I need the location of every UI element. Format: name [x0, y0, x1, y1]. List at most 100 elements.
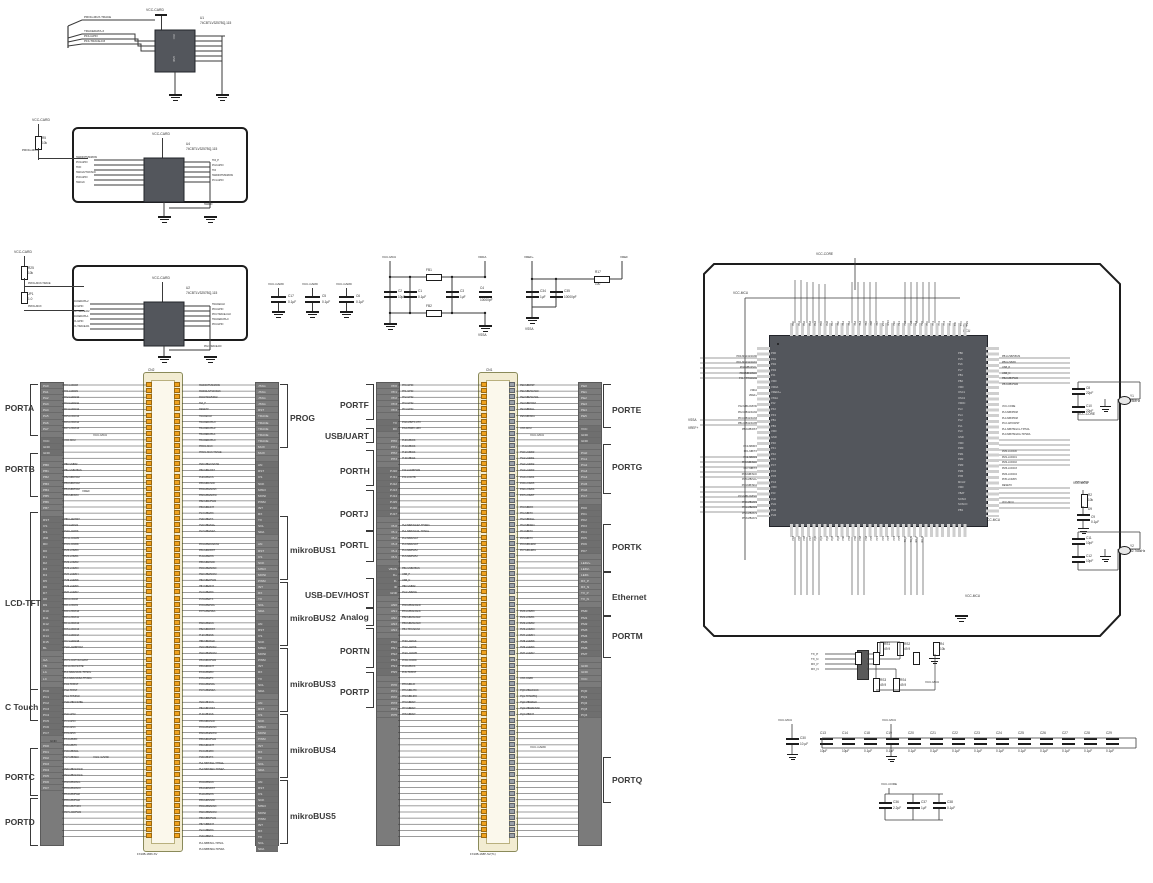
pin-row[interactable]: PK1 — [579, 510, 601, 518]
pin-row[interactable]: D1 — [41, 553, 63, 560]
pin-row[interactable]: PC6 — [41, 724, 63, 731]
pin-row[interactable]: VBUS — [377, 565, 399, 572]
pin-row[interactable]: PL4 — [377, 548, 399, 554]
pin-row[interactable]: PB6 — [41, 499, 63, 505]
pin-row[interactable]: SDA — [256, 846, 278, 853]
pin-row[interactable]: RX_N — [579, 584, 601, 591]
pin-row[interactable]: AN — [256, 620, 278, 627]
pin-row[interactable]: PM3 — [579, 626, 601, 633]
pin-row[interactable]: INT — [256, 743, 278, 749]
pin-row[interactable]: PF0 — [377, 383, 399, 390]
pin-row[interactable]: D11 — [41, 614, 63, 621]
pin-row[interactable]: SCL — [256, 840, 278, 847]
pin-row[interactable]: PG0 — [579, 450, 601, 457]
pin-row[interactable]: VCC — [579, 676, 601, 682]
pin-row[interactable]: SDA — [256, 529, 278, 536]
pin-row[interactable]: AN0 — [377, 602, 399, 609]
pin-row[interactable]: TX — [256, 755, 278, 761]
pin-row[interactable]: INT — [256, 821, 278, 828]
pin-row[interactable]: TRACE — [256, 420, 278, 426]
pin-row[interactable]: INT — [256, 584, 278, 591]
pin-row[interactable]: GND — [579, 669, 601, 676]
pin-row[interactable]: WR — [41, 535, 63, 542]
pin-row[interactable]: PC0 — [41, 687, 63, 694]
pin-row[interactable]: D0 — [41, 547, 63, 554]
pin-row[interactable]: AN3 — [377, 621, 399, 627]
pin-row[interactable]: SCK — [256, 638, 278, 646]
pin-row[interactable]: D+ — [377, 571, 399, 578]
pin-row[interactable]: PG1 — [579, 456, 601, 463]
pin-row[interactable]: PA3 — [41, 401, 63, 408]
pin-row[interactable]: PA4 — [41, 407, 63, 414]
pin-row[interactable]: TX — [256, 596, 278, 603]
pin-row[interactable]: PB1 — [41, 468, 63, 475]
pin-row[interactable]: MUX — [256, 444, 278, 451]
pin-row[interactable]: RX — [256, 749, 278, 755]
pin-row[interactable]: RX — [256, 510, 278, 518]
pin-row[interactable]: RST — [256, 407, 278, 414]
pin-row[interactable]: PH0 — [377, 438, 399, 444]
pin-row[interactable]: PG4 — [579, 474, 601, 481]
pin-row[interactable]: PK5 — [579, 535, 601, 542]
pin-row[interactable]: PE1 — [579, 389, 601, 396]
pin-row[interactable]: PJ11 — [377, 474, 399, 481]
pin-row[interactable]: RX — [377, 425, 399, 432]
pin-row[interactable]: AN2 — [377, 615, 399, 621]
pin-row[interactable]: PQ3 — [579, 705, 601, 713]
pin-row[interactable]: PWM — [256, 578, 278, 585]
pin-row[interactable]: PQ2 — [579, 699, 601, 706]
pin-row[interactable]: PQ4 — [579, 712, 601, 719]
pin-row[interactable]: MISO — [256, 566, 278, 572]
pin-row[interactable]: RS — [41, 529, 63, 536]
pin-row[interactable]: RX — [256, 827, 278, 834]
pin-row[interactable]: BL — [41, 645, 63, 652]
pin-row[interactable]: PJ10 — [377, 468, 399, 475]
pin-row[interactable]: MISO — [256, 645, 278, 652]
pin-row[interactable]: PJ13 — [377, 486, 399, 493]
pin-row[interactable]: PG5 — [579, 481, 601, 487]
pin-row[interactable]: TX — [256, 675, 278, 682]
pin-row[interactable]: PJ12 — [377, 480, 399, 487]
pin-row[interactable]: RX — [256, 590, 278, 597]
pin-row[interactable]: PJ14 — [377, 492, 399, 499]
pin-row[interactable]: SCK — [256, 480, 278, 487]
pin-row[interactable]: TRACE — [256, 438, 278, 444]
pin-row[interactable]: SCK — [256, 718, 278, 725]
pin-row[interactable]: JTAG — [256, 389, 278, 396]
pin-row[interactable]: AN — [256, 700, 278, 706]
pin-row[interactable]: D2 — [41, 559, 63, 566]
pin-row[interactable]: RST — [256, 706, 278, 713]
pin-row[interactable]: GND — [579, 663, 601, 670]
pin-row[interactable]: PM2 — [579, 620, 601, 627]
pin-row[interactable]: MOSI — [256, 572, 278, 578]
pin-row[interactable]: PL5 — [377, 554, 399, 560]
pin-row[interactable]: PA2 — [41, 395, 63, 402]
pin-row[interactable]: SDA — [256, 687, 278, 694]
pin-row[interactable]: PD7 — [41, 785, 63, 792]
pin-row[interactable]: JTAG — [256, 383, 278, 390]
pin-row[interactable]: PD3 — [41, 761, 63, 767]
pin-row[interactable]: CS — [256, 474, 278, 481]
pin-row[interactable]: PP3 — [377, 700, 399, 706]
pin-row[interactable]: TX — [256, 517, 278, 524]
pin-row[interactable]: RX — [256, 669, 278, 676]
pin-row[interactable]: D5 — [41, 578, 63, 585]
pin-row[interactable]: PL3 — [377, 541, 399, 548]
pin-row[interactable]: D12 — [41, 620, 63, 627]
pin-row[interactable]: D6 — [41, 584, 63, 591]
pin-row[interactable]: PM6 — [579, 645, 601, 652]
pin-row[interactable]: LED2+ — [579, 560, 601, 566]
pin-row[interactable]: CS — [256, 791, 278, 798]
pin-row[interactable]: SDA — [256, 608, 278, 615]
pin-row[interactable]: PB3 — [41, 481, 63, 487]
pin-row[interactable]: PL0 — [377, 523, 399, 530]
pin-row[interactable]: SCL — [256, 523, 278, 530]
pin-row[interactable]: PD2 — [41, 755, 63, 761]
pin-row[interactable]: TX — [377, 419, 399, 426]
pin-row[interactable]: D4 — [41, 571, 63, 578]
pin-row[interactable]: PB5 — [41, 493, 63, 499]
pin-row[interactable]: PF3 — [377, 401, 399, 408]
pin-row[interactable]: JTAG — [256, 401, 278, 408]
pin-row[interactable]: VCC — [579, 425, 601, 432]
pin-row[interactable]: PB2 — [41, 474, 63, 481]
